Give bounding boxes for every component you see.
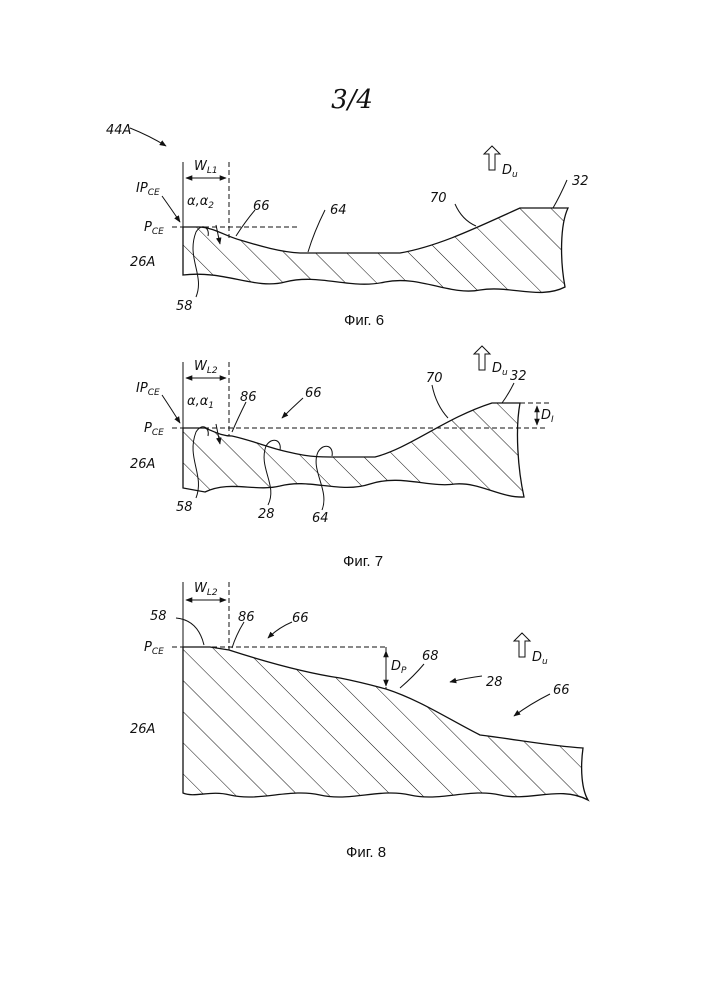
figure-7: WL2 α,α1 IPCE PCE Du DI 86 66 70 32 26A … <box>130 346 554 570</box>
fig8-label-66a: 66 <box>292 611 309 626</box>
fig6-label-alpha: α,α2 <box>187 194 214 211</box>
fig6-label-32: 32 <box>572 174 589 189</box>
fig7-section-body <box>183 403 524 497</box>
fig6-label-70: 70 <box>430 191 447 206</box>
fig8-label-du: Du <box>532 650 548 667</box>
fig7-label-32: 32 <box>510 369 527 384</box>
fig7-label-58: 58 <box>176 500 193 515</box>
fig8-label-58: 58 <box>150 609 167 624</box>
fig8-label-68: 68 <box>422 649 439 664</box>
fig6-label-26a: 26A <box>130 255 155 270</box>
fig8-caption: Фиг. 8 <box>346 844 386 861</box>
fig6-caption: Фиг. 6 <box>344 312 384 329</box>
fig6-label-wl1: WL1 <box>194 159 218 176</box>
fig8-label-26a: 26A <box>130 722 155 737</box>
fig6-label-44a: 44A <box>106 123 131 138</box>
figure-6: 44A WL1 α,α2 IPCE PCE Du 66 64 70 32 26A… <box>106 123 589 329</box>
fig8-label-28: 28 <box>486 675 503 690</box>
fig6-section-body <box>183 208 568 292</box>
fig7-label-26a: 26A <box>130 457 155 472</box>
fig7-label-di: DI <box>541 408 554 425</box>
fig6-label-pce: PCE <box>144 220 164 237</box>
fig7-label-ipce: IPCE <box>136 381 160 398</box>
figure-8: WL2 58 86 66 PCE Du DP 68 28 66 26A Фиг.… <box>130 581 588 861</box>
fig7-label-86: 86 <box>240 390 257 405</box>
fig6-label-du: Du <box>502 163 518 180</box>
fig7-label-66: 66 <box>305 386 322 401</box>
fig7-label-pce: PCE <box>144 421 164 438</box>
fig8-label-86: 86 <box>238 610 255 625</box>
fig6-label-58: 58 <box>176 299 193 314</box>
fig7-caption: Фиг. 7 <box>343 553 383 570</box>
fig7-label-du: Du <box>492 361 508 378</box>
fig7-label-28: 28 <box>258 507 275 522</box>
fig6-direction-arrow-icon <box>484 146 500 170</box>
fig6-label-64: 64 <box>330 203 347 218</box>
fig8-label-66b: 66 <box>553 683 570 698</box>
fig7-label-alpha: α,α1 <box>187 394 214 411</box>
fig6-label-ipce: IPCE <box>136 181 160 198</box>
fig7-label-wl2: WL2 <box>194 359 218 376</box>
fig7-direction-arrow-icon <box>474 346 490 370</box>
page-number: 3/4 <box>331 85 373 115</box>
fig8-label-wl2: WL2 <box>194 581 218 598</box>
fig8-label-pce: PCE <box>144 640 164 657</box>
fig6-label-66: 66 <box>253 199 270 214</box>
fig8-label-dp: DP <box>391 659 407 676</box>
fig8-direction-arrow-icon <box>514 633 530 657</box>
fig7-label-70: 70 <box>426 371 443 386</box>
fig7-label-64: 64 <box>312 511 329 526</box>
